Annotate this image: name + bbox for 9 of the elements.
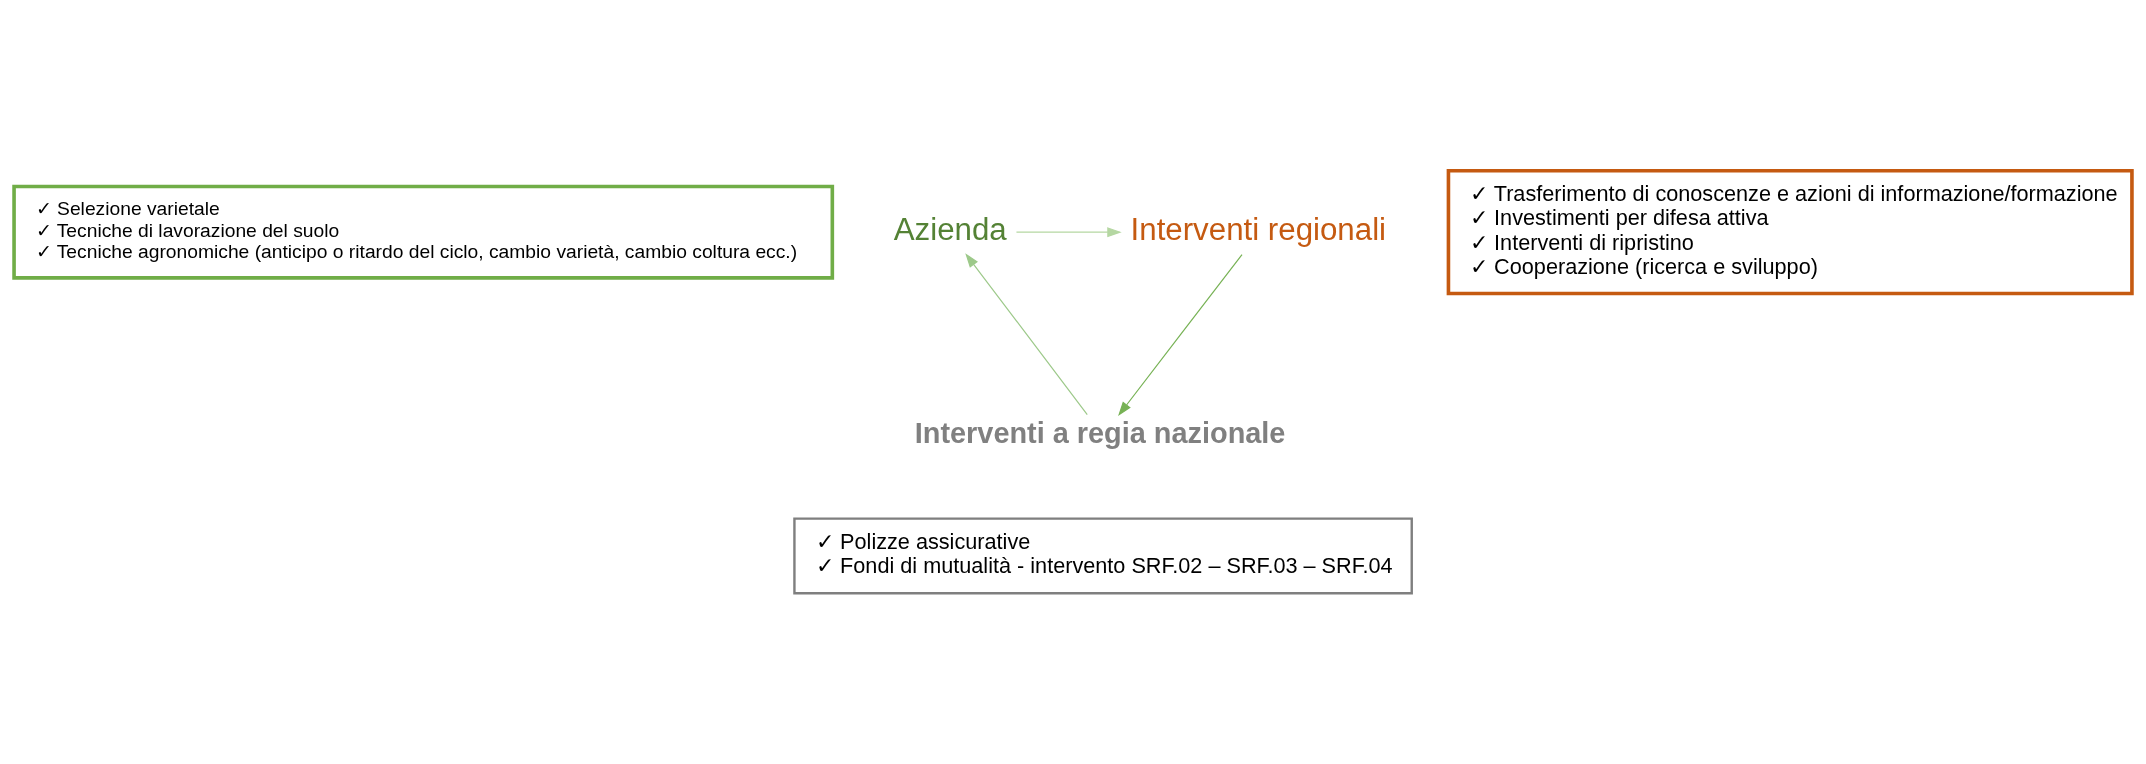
node-box: ✓ Trasferimento di conoscenze e azioni di informazione/formazione ✓ Investimenti per difesa attiva ✓ Interventi di ripristino ✓ Cooperazione (ricerca e sviluppo) bbox=[1446, 169, 2134, 296]
node-box: ✓ Polizze assicurative ✓ Fondi di mutualità - intervento SRF.02 – SRF.03 – SRF.04 bbox=[793, 517, 1413, 595]
node-box: ✓ Selezione varietale ✓ Tecniche di lavorazione del suolo ✓ Tecniche agronomiche (anticipo o ritardo del ciclo, cambio varietà, cambio coltura ecc.) bbox=[12, 184, 835, 280]
arrow bbox=[965, 253, 1088, 416]
arrow bbox=[1118, 254, 1243, 417]
node-text: Interventi regionali bbox=[1130, 211, 1387, 247]
node-text: Azienda bbox=[893, 211, 1007, 247]
node-text: Interventi a regia nazionale bbox=[914, 417, 1286, 450]
arrow bbox=[1015, 227, 1122, 238]
